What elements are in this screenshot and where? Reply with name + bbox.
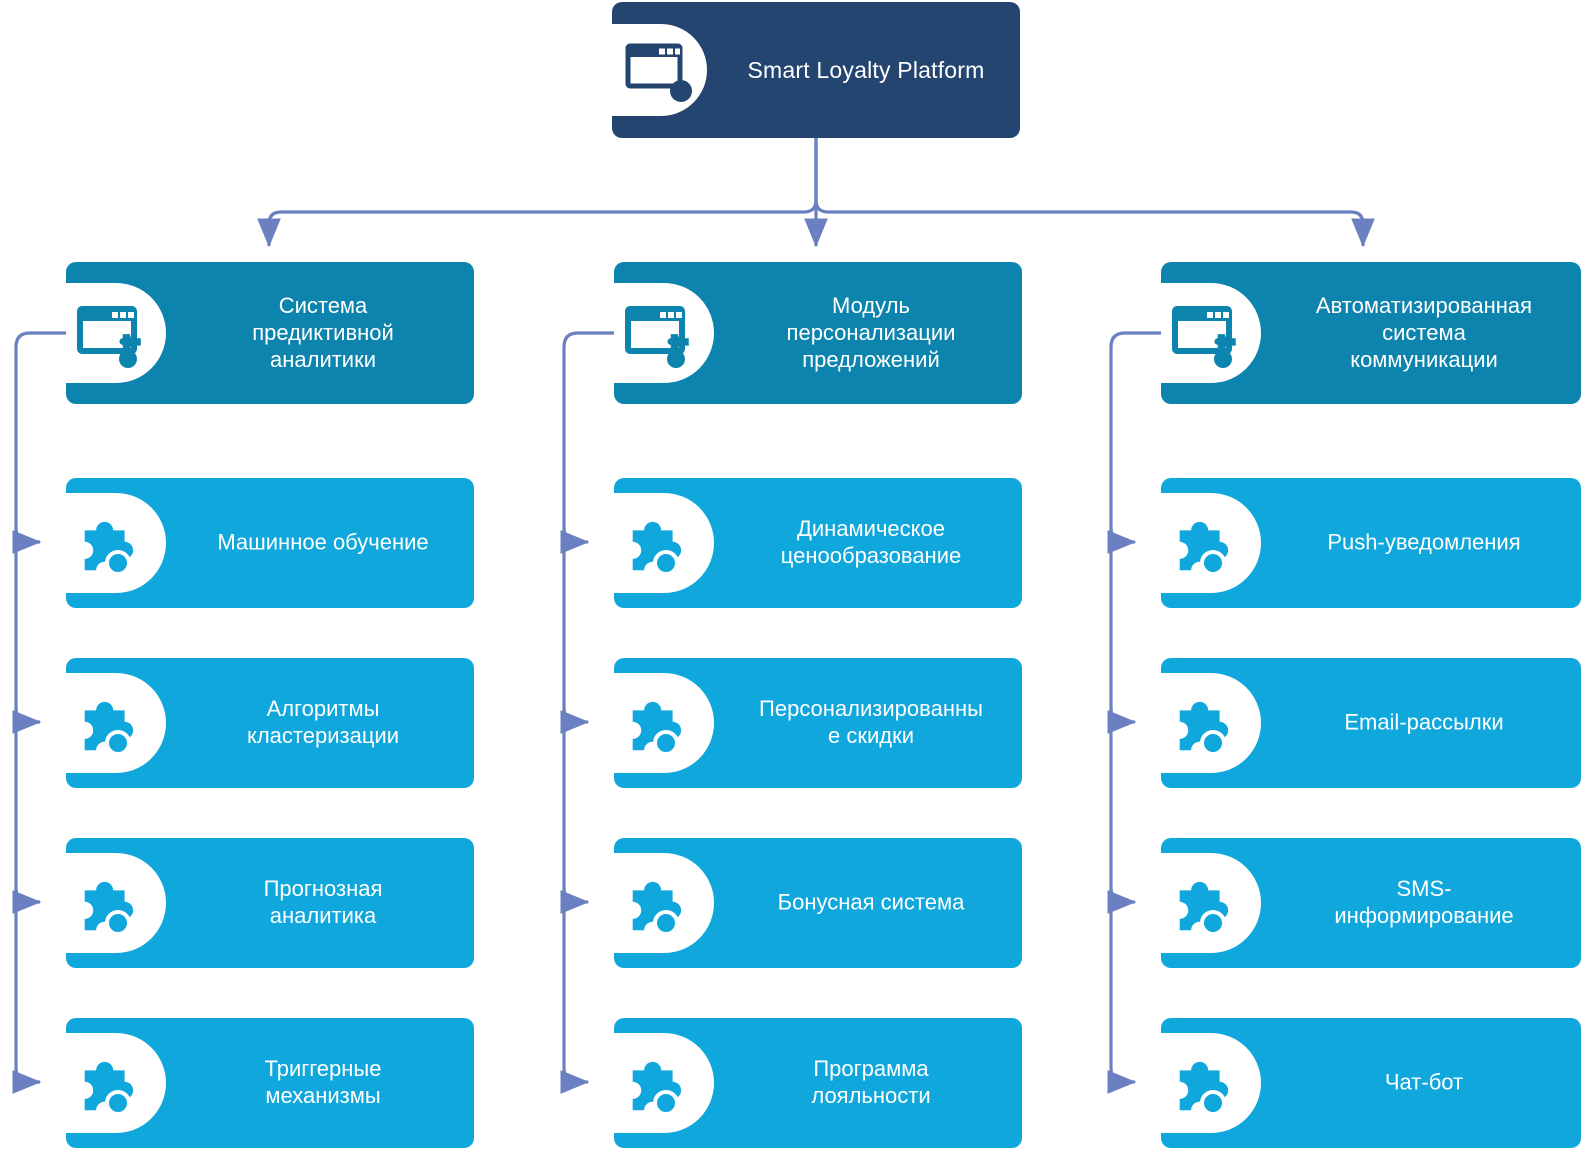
child-node-trigger-mechanisms[interactable]: Триггерные механизмы: [66, 1018, 474, 1148]
connector-branch-1-child-2: [12, 707, 42, 734]
child-node-label: Email-рассылки: [1344, 709, 1504, 735]
child-node-label: Триггерные механизмы: [264, 1056, 382, 1108]
window-gear-icon: [614, 283, 714, 383]
connector-bus-branch-3: [1107, 331, 1163, 1094]
child-node-label: Прогнозная аналитика: [263, 876, 383, 928]
puzzle-dot-icon: [66, 1033, 166, 1133]
puzzle-dot-icon: [1161, 493, 1261, 593]
branch-node-communication[interactable]: Автоматизированная система коммуникации: [1161, 262, 1581, 404]
branch-node-predictive-analytics[interactable]: Система предиктивной аналитики: [66, 262, 474, 404]
branch-node-label: Модуль персонализации предложений: [786, 292, 956, 372]
puzzle-dot-icon: [1161, 853, 1261, 953]
child-node-label: Бонусная система: [777, 889, 965, 915]
child-node-machine-learning[interactable]: Машинное обучение: [66, 478, 474, 608]
connector-branch-3-child-1: [1107, 527, 1137, 554]
puzzle-dot-icon: [66, 493, 166, 593]
connector-branch-1-child-1: [12, 527, 42, 554]
branch-node-personalization[interactable]: Модуль персонализации предложений: [614, 262, 1022, 404]
connector-branch-2-child-2: [560, 707, 590, 734]
branch-node-label: Автоматизированная система коммуникации: [1315, 292, 1533, 372]
window-gear-icon: [1161, 283, 1261, 383]
window-gear-icon: [66, 283, 166, 383]
branch-node-label: Система предиктивной аналитики: [252, 292, 394, 372]
child-node-bonus-system[interactable]: Бонусная система: [614, 838, 1022, 968]
child-node-chatbot[interactable]: Чат-бот: [1161, 1018, 1581, 1148]
child-node-label: Чат-бот: [1384, 1069, 1464, 1095]
puzzle-dot-icon: [614, 673, 714, 773]
child-node-label: Персонализированны е скидки: [759, 696, 983, 748]
branch-1-bus: [12, 331, 68, 1094]
child-node-loyalty-program[interactable]: Программа лояльности: [614, 1018, 1022, 1148]
window-dot-icon: [612, 24, 707, 116]
connector-bus-branch-1: [12, 331, 68, 1094]
branch-2-bus: [560, 331, 616, 1094]
child-node-label: Машинное обучение: [217, 529, 429, 555]
child-node-label: Push-уведомления: [1327, 529, 1521, 555]
puzzle-dot-icon: [614, 853, 714, 953]
puzzle-dot-icon: [614, 493, 714, 593]
child-node-label: Алгоритмы кластеризации: [246, 696, 400, 748]
child-node-email[interactable]: Email-рассылки: [1161, 658, 1581, 788]
puzzle-dot-icon: [614, 1033, 714, 1133]
child-node-label: Программа лояльности: [811, 1056, 931, 1108]
child-node-sms[interactable]: SMS- информирование: [1161, 838, 1581, 968]
child-node-label: SMS- информирование: [1334, 876, 1514, 928]
puzzle-dot-icon: [66, 853, 166, 953]
child-node-clustering[interactable]: Алгоритмы кластеризации: [66, 658, 474, 788]
connector-branch-2-child-1: [560, 527, 590, 554]
child-node-dynamic-pricing[interactable]: Динамическое ценообразование: [614, 478, 1022, 608]
root-to-branch-connectors: [257, 138, 1375, 248]
connector-root-to-branch-3: [814, 138, 1375, 248]
connector-branch-1-child-3: [12, 887, 42, 914]
connector-root-to-branch-1: [257, 138, 818, 248]
connector-branch-3-child-2: [1107, 707, 1137, 734]
puzzle-dot-icon: [1161, 673, 1261, 773]
connector-bus-branch-2: [560, 331, 616, 1094]
connector-branch-2-child-3: [560, 887, 590, 914]
child-node-personal-discounts[interactable]: Персонализированны е скидки: [614, 658, 1022, 788]
puzzle-dot-icon: [66, 673, 166, 773]
branch-3-bus: [1107, 331, 1163, 1094]
connector-branch-3-child-3: [1107, 887, 1137, 914]
puzzle-dot-icon: [1161, 1033, 1261, 1133]
root-node[interactable]: Smart Loyalty Platform: [612, 2, 1020, 138]
child-node-predictive[interactable]: Прогнозная аналитика: [66, 838, 474, 968]
root-node-label: Smart Loyalty Platform: [747, 56, 985, 83]
child-node-label: Динамическое ценообразование: [780, 516, 962, 568]
child-node-push[interactable]: Push-уведомления: [1161, 478, 1581, 608]
